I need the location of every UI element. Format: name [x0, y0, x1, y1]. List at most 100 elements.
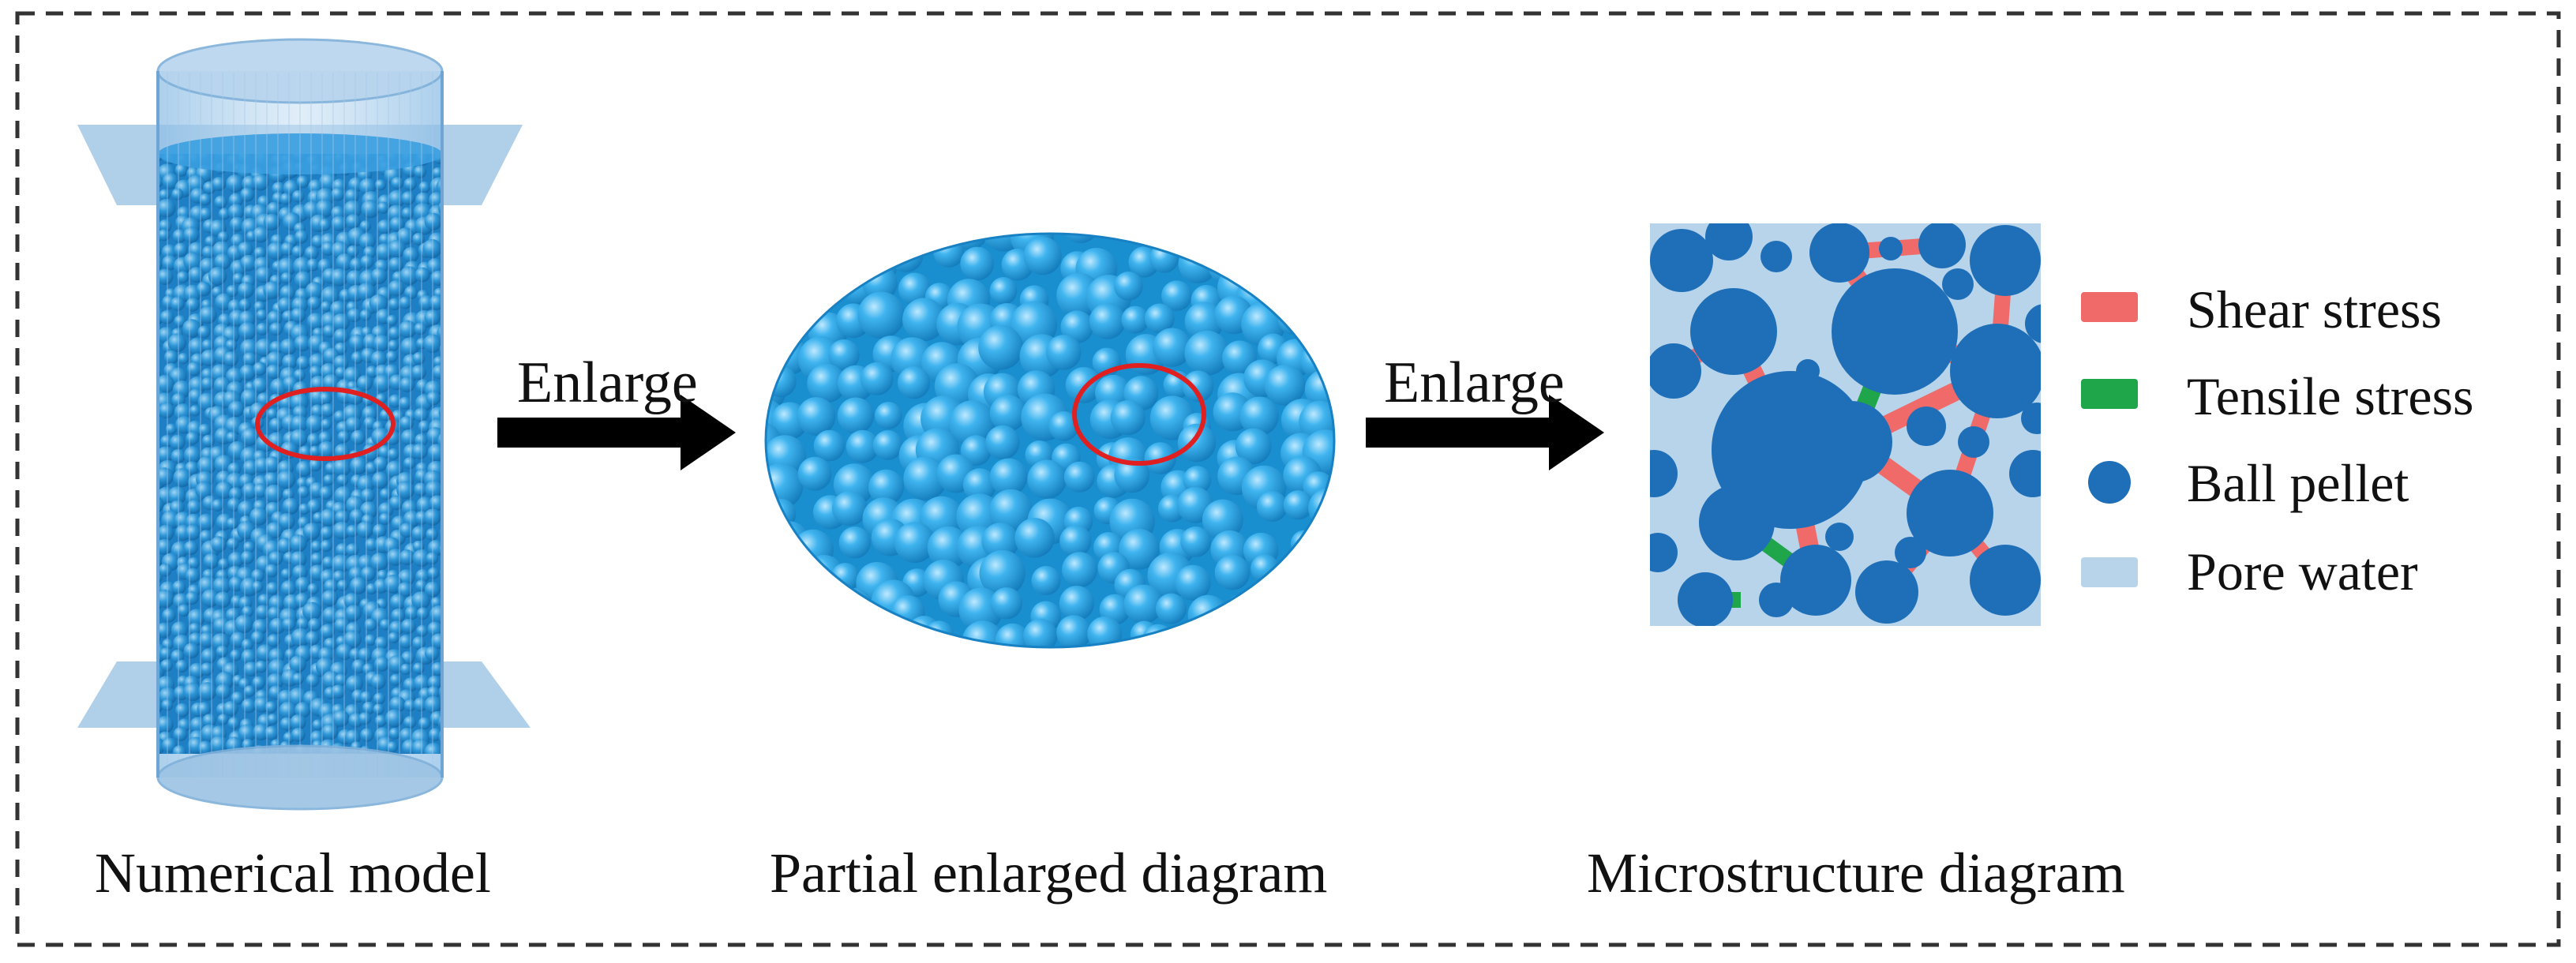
particle — [291, 414, 308, 433]
particle — [302, 601, 322, 621]
particle — [1283, 490, 1313, 520]
particle — [846, 429, 879, 463]
particle — [307, 296, 321, 310]
particle — [253, 227, 269, 243]
particle — [373, 703, 384, 715]
particle — [159, 403, 174, 418]
particle — [186, 362, 201, 377]
particle — [360, 488, 375, 503]
particle — [333, 354, 349, 371]
particle — [306, 433, 321, 447]
particle — [1114, 272, 1143, 301]
particle — [158, 563, 172, 577]
particle — [875, 402, 902, 429]
particle — [309, 445, 321, 457]
particle — [158, 219, 172, 233]
particle — [276, 470, 296, 489]
particle — [227, 552, 244, 568]
particle — [861, 624, 888, 647]
particle — [412, 232, 426, 245]
particle — [197, 392, 216, 411]
particle — [282, 617, 296, 631]
particle — [183, 682, 202, 702]
particle — [403, 716, 417, 729]
particle — [445, 643, 460, 658]
particle — [388, 279, 405, 297]
particle — [1023, 618, 1058, 647]
ball-pellet — [2025, 304, 2041, 343]
particle — [401, 207, 414, 219]
particle — [227, 717, 241, 730]
particle — [282, 488, 294, 500]
particle — [228, 576, 244, 592]
microstructure-contents — [1650, 223, 2041, 626]
ball-pellet — [1678, 572, 1733, 626]
particle — [797, 397, 836, 436]
particle — [239, 364, 256, 381]
particle — [217, 714, 229, 725]
particle — [252, 174, 269, 191]
particle — [253, 723, 270, 741]
particle — [1065, 367, 1102, 403]
particle — [296, 355, 310, 369]
particle — [238, 322, 257, 340]
particle — [412, 351, 426, 365]
particle — [163, 350, 178, 365]
particle — [414, 165, 427, 178]
particle — [1046, 335, 1082, 370]
particle — [226, 285, 238, 298]
particle — [445, 249, 459, 262]
ball-pellet — [1650, 229, 1713, 292]
particle — [1135, 234, 1183, 249]
cylinder-stripes — [167, 73, 433, 778]
particle — [183, 541, 198, 556]
particle — [1144, 442, 1176, 474]
ball-pellet — [1895, 537, 1926, 568]
particle — [267, 673, 284, 690]
particle — [430, 633, 442, 650]
particle — [345, 416, 362, 433]
particle — [735, 474, 764, 503]
particle — [388, 298, 401, 311]
particle — [277, 538, 293, 554]
particle — [389, 696, 406, 713]
particle — [441, 317, 442, 320]
legend-swatch-shear-stress — [2081, 292, 2138, 322]
particle — [189, 405, 201, 417]
particle — [159, 647, 173, 660]
particle — [1062, 552, 1098, 588]
particle — [256, 322, 269, 335]
ball-pellet — [1907, 470, 1993, 556]
particle — [238, 282, 254, 298]
particle — [173, 468, 193, 488]
particle — [212, 177, 227, 191]
particle — [158, 715, 174, 734]
particle — [171, 621, 189, 639]
particle — [280, 568, 292, 579]
ball-pellet — [1650, 343, 1701, 399]
particle — [1213, 620, 1247, 647]
particle — [427, 621, 442, 637]
particle — [198, 423, 212, 437]
particle — [1318, 520, 1334, 555]
particle — [279, 193, 292, 205]
particle — [423, 334, 442, 354]
particle — [441, 223, 442, 226]
particle — [203, 553, 219, 569]
particle — [805, 269, 841, 305]
ball-pellet — [1650, 533, 1678, 572]
ball-pellet — [1950, 324, 2041, 418]
particle — [427, 567, 440, 579]
legend-label-tensile-stress: Tensile stress — [2187, 366, 2474, 426]
particle — [162, 608, 176, 623]
particle — [282, 354, 298, 369]
particle — [362, 406, 378, 422]
particle — [307, 583, 319, 595]
particle — [1264, 365, 1306, 406]
particle — [766, 365, 797, 398]
particle — [389, 594, 407, 610]
particle — [343, 630, 362, 649]
particle — [185, 591, 199, 605]
particle — [414, 407, 429, 422]
particle — [1121, 305, 1149, 334]
